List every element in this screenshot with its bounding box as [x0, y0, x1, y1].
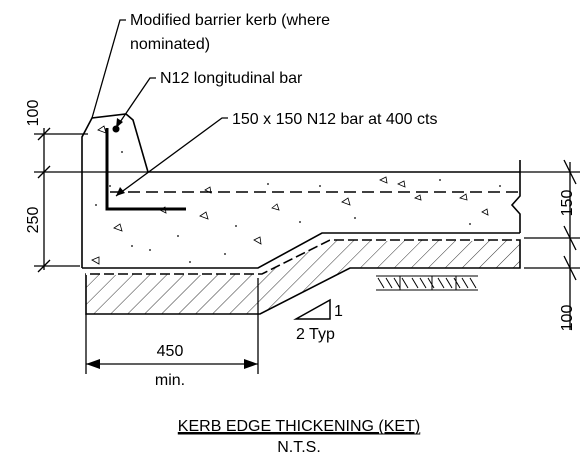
mesh-bar-label: 150 x 150 N12 bar at 400 cts — [232, 111, 437, 128]
slab-bottom — [82, 232, 520, 269]
bottom-dimension-arrows — [86, 359, 258, 369]
width-label: 450 — [157, 343, 184, 360]
slab-depth-label: 250 — [25, 207, 42, 234]
right-bottom-label: 100 — [559, 305, 576, 332]
concrete-section — [81, 113, 521, 269]
slope-triangle — [293, 298, 331, 320]
mesh-bar-leader — [115, 117, 228, 197]
drawing-scale: N.T.S. — [277, 439, 321, 456]
kerb-leader — [91, 19, 126, 119]
slope-rise-label: 1 — [334, 303, 343, 320]
leaders — [91, 19, 228, 197]
l-bar — [105, 128, 186, 211]
kerb-label: Modified barrier kerb (where — [130, 12, 330, 29]
subbase-hatch — [85, 239, 521, 315]
leader-arrowheads — [116, 118, 125, 196]
right-top-label: 150 — [559, 190, 576, 217]
kerb-outline — [81, 113, 149, 268]
reinforcement — [105, 125, 520, 211]
right-dimension — [520, 159, 580, 330]
concrete-dots — [95, 151, 501, 263]
subbase-top-dashed — [86, 239, 520, 275]
subbase-layer — [85, 239, 521, 315]
long-bar-leader — [115, 77, 156, 129]
left-dimension — [34, 127, 148, 273]
longitudinal-bar — [112, 125, 120, 133]
width-note: min. — [155, 372, 185, 389]
drawing-title: KERB EDGE THICKENING (KET) — [178, 418, 420, 435]
slope-run-label: 2 Typ — [296, 326, 335, 343]
kerb-height-label: 100 — [25, 100, 42, 127]
long-bar-label: N12 longitudinal bar — [160, 70, 303, 87]
kerb-label-line2: nominated) — [130, 36, 210, 53]
slab-break — [510, 160, 521, 233]
ground-hatch — [376, 275, 478, 291]
